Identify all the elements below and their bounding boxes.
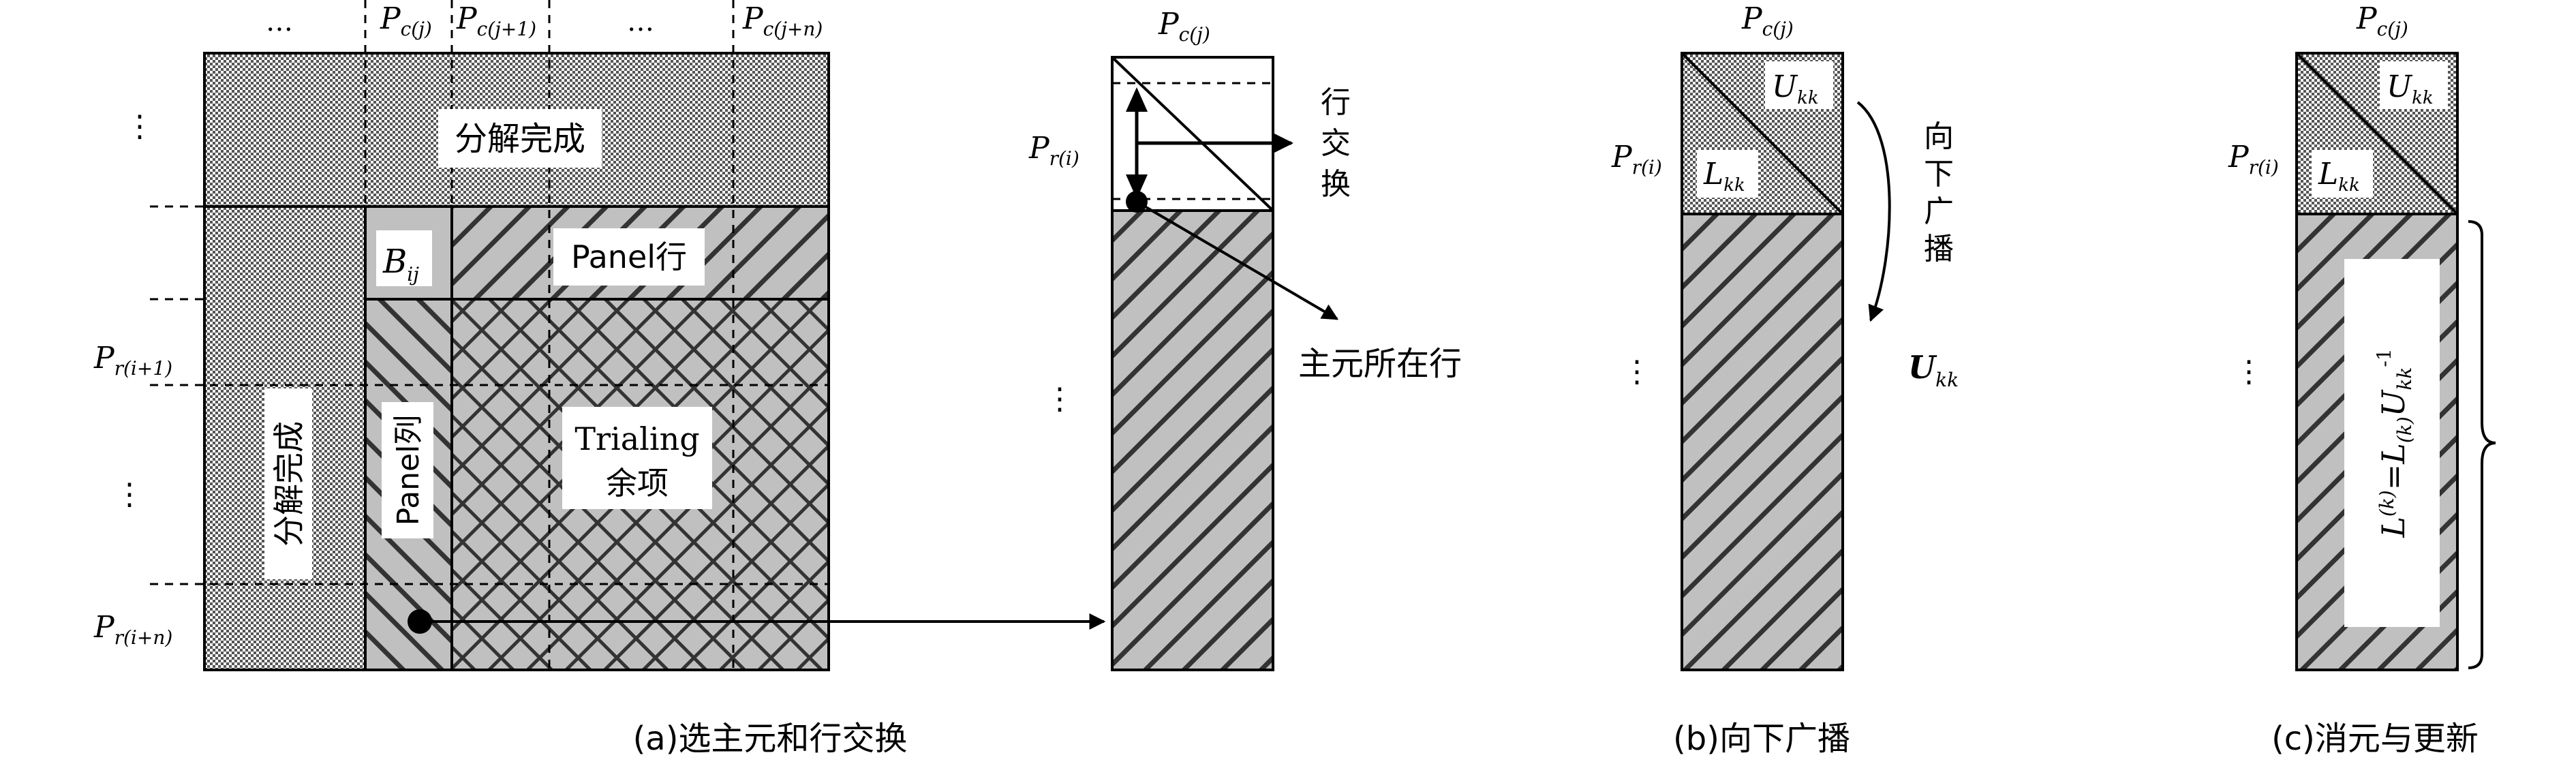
label-trailing-1: Trialing [574, 420, 699, 457]
left-vdots-1: ⋮ [125, 109, 155, 144]
left-vdots-2: ⋮ [114, 477, 144, 512]
row-exchange-char-2: 交 [1321, 126, 1351, 161]
broadcast-char-4: 播 [1924, 232, 1954, 266]
b-vdots: ⋮ [1622, 354, 1652, 389]
a2-top-label: Pc(j) [1158, 7, 1210, 46]
top-dots-2: … [627, 6, 654, 37]
label-trailing-2: 余项 [606, 465, 669, 502]
broadcast-char-1: 向 [1924, 119, 1954, 154]
c-ukk: Ukk [2387, 70, 2434, 108]
label-panel-row: Panel行 [571, 239, 687, 275]
label-pcj: Pc(j) [380, 1, 432, 40]
b-ukk-broadcast: Ukk [1908, 349, 1959, 391]
row-exchange-char-1: 行 [1321, 85, 1351, 120]
panel-b: Ukk Lkk Pc(j) Pr(i) ⋮ 向 下 广 播 Ukk (b)向下广… [1611, 1, 1959, 758]
b-left-label: Pr(i) [1611, 140, 1662, 179]
caption-a: (a)选主元和行交换 [633, 720, 908, 758]
label-pri1: Pr(i+1) [93, 341, 172, 380]
panel-c: Ukk Lkk Pc(j) Pr(i) ⋮ L(k)=L(k)Ukk-1 (c)… [2228, 1, 2496, 758]
label-done-top: 分解完成 [455, 120, 585, 158]
c-formula: L(k)=L(k)Ukk-1 [2373, 348, 2416, 538]
row-exchange-char-3: 换 [1321, 167, 1351, 202]
top-dots-1: … [266, 6, 293, 37]
c-lkk: Lkk [2318, 157, 2360, 196]
panel-a-column: Pc(j) Pr(i) ⋮ 行 交 换 主元所在行 [1028, 7, 1462, 671]
caption-b: (b)向下广播 [1673, 720, 1850, 758]
a2-vdots: ⋮ [1045, 382, 1075, 416]
label-bij: Bij [382, 243, 419, 286]
label-pcjn: Pc(j+n) [742, 1, 823, 40]
broadcast-char-2: 下 [1924, 157, 1954, 192]
panel-a: … Pc(j) Pc(j+1) … Pc(j+n) ⋮ Pr(i+1) ⋮ Pr… [93, 0, 1106, 758]
c-left-label: Pr(i) [2228, 140, 2279, 179]
label-prin: Pr(i+n) [93, 610, 172, 649]
label-panel-col: Panel列 [391, 415, 426, 526]
c-top-label: Pc(j) [2356, 1, 2408, 40]
c-vdots: ⋮ [2234, 354, 2264, 389]
broadcast-char-3: 广 [1924, 194, 1954, 229]
caption-c: (c)消元与更新 [2271, 720, 2479, 758]
column-body-a [1111, 209, 1274, 671]
label-done-left: 分解完成 [271, 421, 307, 547]
b-lkk: Lkk [1703, 157, 1745, 196]
c-brace [2468, 220, 2496, 669]
b-ukk: Ukk [1772, 70, 1819, 108]
a2-left-label: Pr(i) [1028, 131, 1079, 170]
pivot-row-label: 主元所在行 [1298, 345, 1462, 383]
b-top-label: Pc(j) [1741, 1, 1794, 40]
b-column-body [1681, 213, 1844, 671]
label-pcj1: Pc(j+1) [456, 1, 536, 40]
